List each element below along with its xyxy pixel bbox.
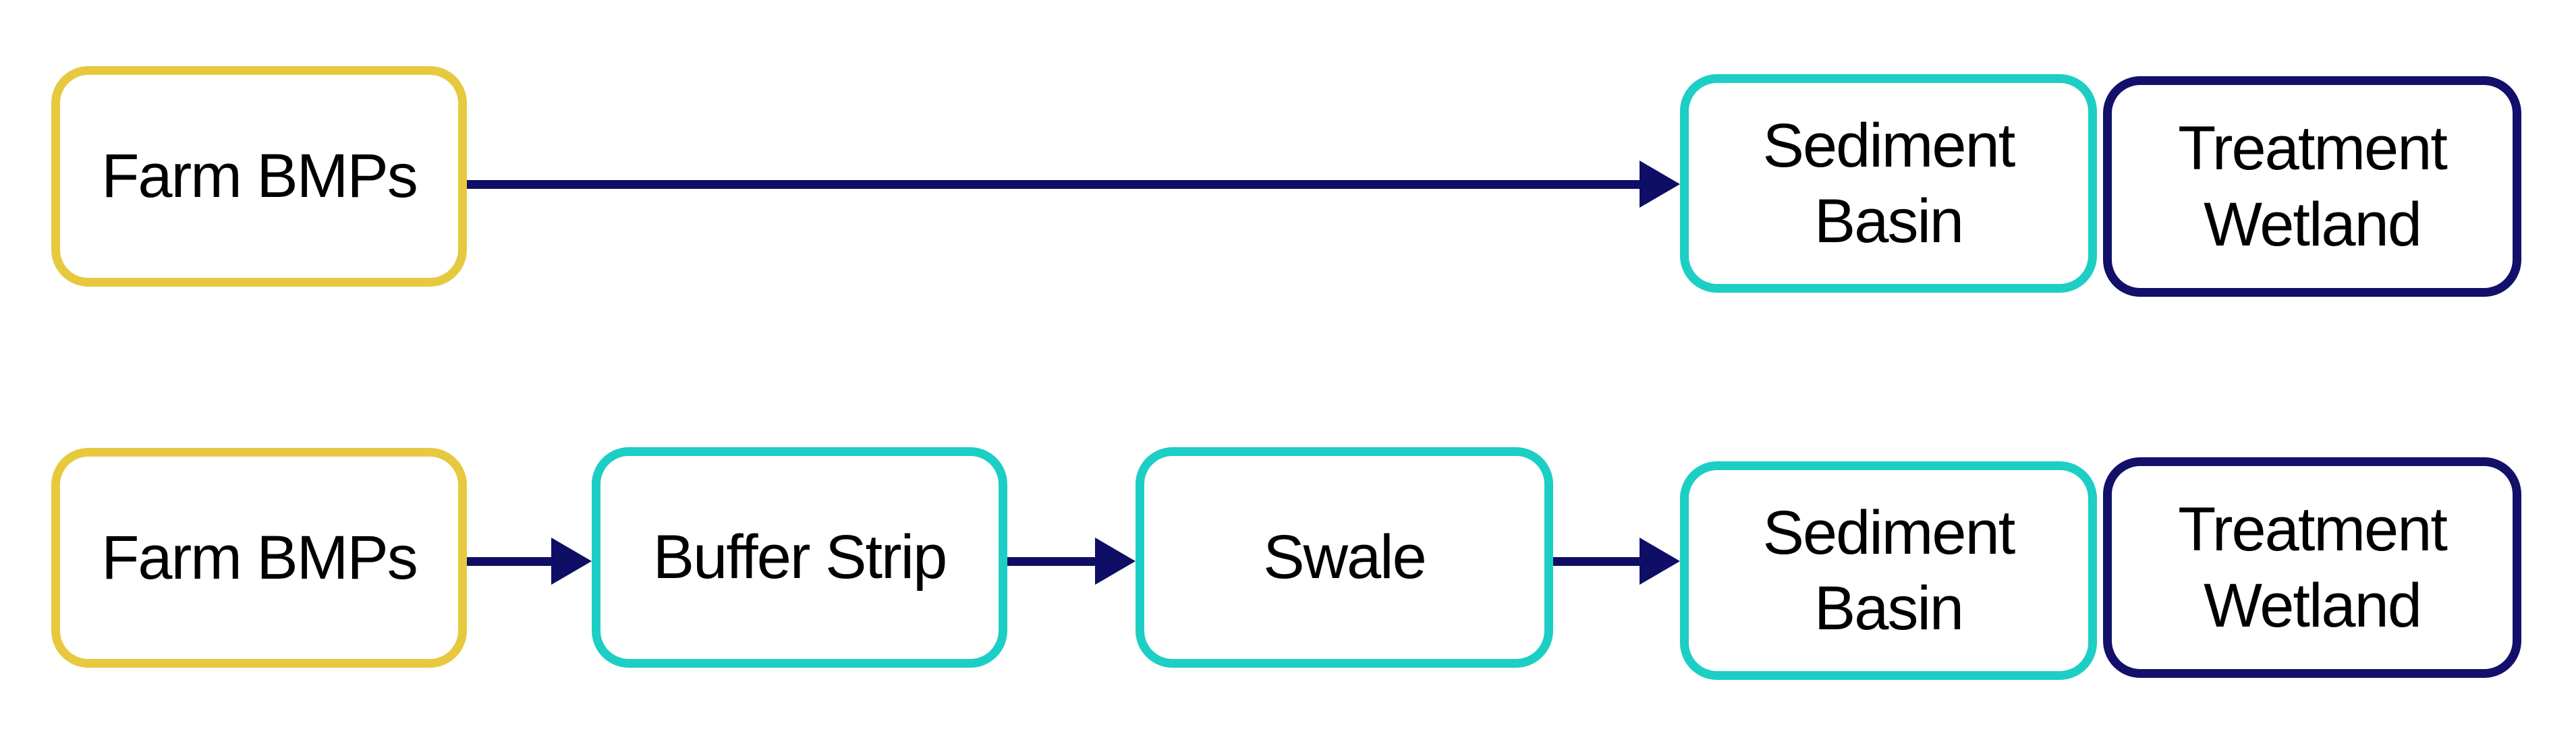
arrow-shaft bbox=[467, 180, 1640, 189]
sediment-basin-label: Sediment Basin bbox=[1762, 111, 2016, 256]
arrow-head-icon bbox=[1640, 161, 1680, 208]
buffer-strip-label: Buffer Strip bbox=[652, 523, 948, 592]
node-farm-bmps-row2: Farm BMPs bbox=[51, 448, 467, 668]
farm-bmps-label: Farm BMPs bbox=[101, 523, 418, 592]
arrow-head-icon bbox=[551, 538, 592, 585]
treatment-wetland-label: Treatment Wetland bbox=[2178, 495, 2448, 640]
arrow-shaft bbox=[1007, 557, 1095, 566]
arrow-head-icon bbox=[1640, 538, 1680, 585]
sediment-basin-label: Sediment Basin bbox=[1762, 498, 2016, 643]
node-farm-bmps-row1: Farm BMPs bbox=[51, 66, 467, 287]
arrow-head-icon bbox=[1095, 538, 1136, 585]
node-sediment-basin-row2: Sediment Basin bbox=[1680, 461, 2097, 680]
swale-label: Swale bbox=[1263, 523, 1427, 592]
arrow-shaft bbox=[1553, 557, 1640, 566]
node-treatment-wetland-row1: Treatment Wetland bbox=[2103, 76, 2521, 297]
node-swale: Swale bbox=[1136, 447, 1553, 668]
node-buffer-strip: Buffer Strip bbox=[592, 447, 1007, 668]
farm-bmps-label: Farm BMPs bbox=[101, 142, 418, 211]
treatment-wetland-label: Treatment Wetland bbox=[2178, 114, 2448, 259]
node-treatment-wetland-row2: Treatment Wetland bbox=[2103, 457, 2521, 678]
node-sediment-basin-row1: Sediment Basin bbox=[1680, 74, 2097, 293]
arrow-shaft bbox=[467, 557, 551, 566]
